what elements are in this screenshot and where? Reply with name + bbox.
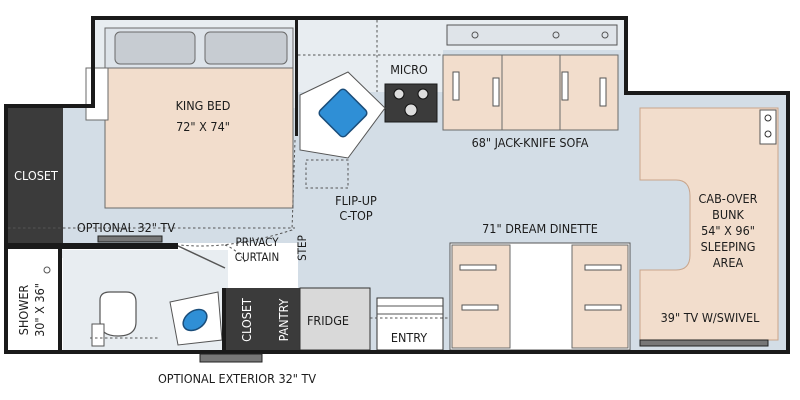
closet-left-label: CLOSET xyxy=(14,168,58,183)
toilet-tank xyxy=(91,323,105,347)
micro-label: MICRO xyxy=(390,62,428,77)
sofa-backrest-top xyxy=(446,24,618,46)
shower-label: SHOWER xyxy=(16,285,31,336)
seatbelt-icon xyxy=(584,264,622,271)
flip-up-c-top xyxy=(305,159,349,189)
seatbelt-icon xyxy=(459,264,497,271)
fridge xyxy=(299,287,371,351)
dream-dinette xyxy=(449,242,631,351)
wall-right xyxy=(786,91,790,354)
tv-swivel-icon xyxy=(639,339,769,347)
wall-bedroom-divider xyxy=(295,16,298,136)
optional-tv-label: OPTIONAL 32" TV xyxy=(77,220,176,235)
privacy-curtain xyxy=(175,244,226,269)
seatbelt-icon xyxy=(452,71,460,101)
wall-top-cab xyxy=(628,91,790,95)
sofa-label: 68" JACK-KNIFE SOFA xyxy=(472,135,589,150)
closet-left xyxy=(8,108,63,243)
dinette-seat-right xyxy=(571,244,629,349)
dinette-label: 71" DREAM DINETTE xyxy=(482,221,598,236)
labels: KING BED 72" X 74" MICRO 68" JACK-KNIFE … xyxy=(14,62,760,386)
seatbelt-icon xyxy=(492,77,500,107)
king-bed-size: 72" X 74" xyxy=(176,119,230,134)
entry-area xyxy=(226,287,450,351)
shower-drain-icon xyxy=(43,266,51,274)
curtain-label: CURTAIN xyxy=(235,250,279,264)
fixture-icon xyxy=(552,31,560,39)
bunk-light-icon xyxy=(764,130,772,138)
wall-bath-divider xyxy=(8,243,178,249)
privacy-label: PRIVACY xyxy=(235,235,279,249)
kitchen-sink xyxy=(318,88,368,138)
closet-bath xyxy=(226,288,268,350)
cabover-line-2: BUNK xyxy=(712,207,744,222)
wall-top xyxy=(95,16,628,20)
exterior-tv-label: OPTIONAL EXTERIOR 32" TV xyxy=(158,371,316,386)
cabover-line-3: 54" X 96" xyxy=(701,223,755,238)
fridge-label: FRIDGE xyxy=(307,313,349,328)
bedroom-door-swing xyxy=(179,139,296,247)
exterior-tv-icon xyxy=(199,353,263,363)
cabover-line-4: SLEEPING xyxy=(701,239,756,254)
jack-knife-sofa xyxy=(442,24,619,131)
cab-over-bunk xyxy=(639,107,779,341)
pantry xyxy=(268,288,300,350)
king-bed-label: KING BED xyxy=(176,98,231,113)
tv-swivel-label: 39" TV W/SWIVEL xyxy=(661,310,760,325)
sofa-cushions xyxy=(442,54,619,131)
seatbelt-icon xyxy=(599,77,607,107)
dinette-seat-left xyxy=(451,244,511,349)
wall-shower xyxy=(58,249,62,350)
wall-bath-right xyxy=(222,288,226,350)
bathroom xyxy=(43,244,246,347)
cabover-line-1: CAB-OVER xyxy=(699,191,758,206)
exterior-walls xyxy=(4,16,790,354)
pantry-label: PANTRY xyxy=(276,298,291,341)
step-label: STEP xyxy=(295,235,309,261)
entry-label: ENTRY xyxy=(391,330,427,345)
wall-bedroom-step xyxy=(91,16,95,108)
bunk-light-icon xyxy=(764,114,772,122)
wall-bottom xyxy=(4,350,790,354)
bed-mattress xyxy=(104,67,294,209)
burner-icon xyxy=(393,88,405,100)
fixture-icon xyxy=(601,31,609,39)
bunk-light-switch xyxy=(759,109,777,145)
entry-step xyxy=(376,297,444,351)
burner-icon xyxy=(417,88,429,100)
galley xyxy=(298,20,443,189)
seatbelt-icon xyxy=(461,304,499,311)
galley-counter-top xyxy=(298,20,443,92)
king-bed xyxy=(85,27,294,209)
seatbelt-icon xyxy=(561,71,569,101)
flip-up-label: FLIP-UP xyxy=(335,193,377,208)
shower-pan xyxy=(8,258,63,350)
toilet xyxy=(99,291,137,337)
fixture-icon xyxy=(471,31,479,39)
pillow xyxy=(204,31,288,65)
burner-icon xyxy=(404,103,418,117)
pillow xyxy=(114,31,196,65)
c-top-label: C-TOP xyxy=(339,208,372,223)
optional-tv-icon xyxy=(97,235,163,243)
seatbelt-icon xyxy=(584,304,622,311)
wall-left xyxy=(4,104,8,354)
closet-bath-label: CLOSET xyxy=(239,298,254,342)
shower-size: 30" X 36" xyxy=(32,283,47,337)
nightstand xyxy=(85,67,109,121)
cabover-line-5: AREA xyxy=(713,255,744,270)
wall-cab-step xyxy=(624,16,628,95)
wall-top-left xyxy=(4,104,95,108)
privacy-curtain-swing xyxy=(224,244,246,263)
bath-sink xyxy=(182,308,208,332)
